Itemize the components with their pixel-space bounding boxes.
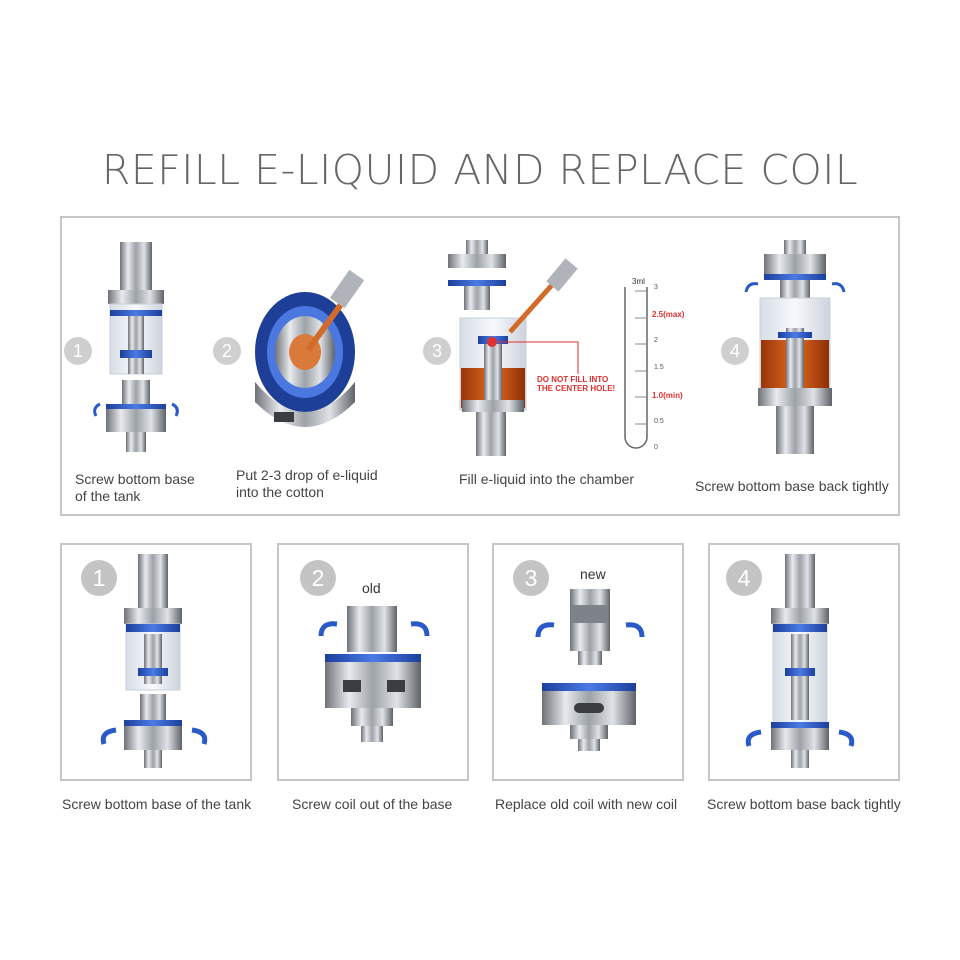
coil-step4-tank-illustration: [745, 554, 855, 768]
coil-step4-number: 4: [726, 560, 762, 596]
gauge-tick-2: 2: [654, 337, 658, 344]
refill-step4-caption: Screw bottom base back tightly: [695, 478, 889, 494]
refill-step4-tank-illustration: [744, 240, 846, 454]
coil-step1-tank-illustration: [100, 554, 208, 768]
refill-step1-caption: Screw bottom base of the tank: [75, 471, 195, 504]
refill-step2-number: 2: [213, 337, 241, 365]
coil-step3-number: 3: [513, 560, 549, 596]
old-coil-label: old: [362, 580, 381, 596]
coil-step1-number: 1: [81, 560, 117, 596]
gauge-unit-label: 3ml: [632, 277, 645, 286]
refill-step4-number: 4: [721, 337, 749, 365]
new-coil-label: new: [580, 566, 606, 582]
coil-step3-coil-base-illustration: [535, 589, 645, 751]
refill-step3-number: 3: [423, 337, 451, 365]
gauge-min-label: 1.0(min): [652, 391, 683, 400]
gauge-tick-3: 3: [654, 284, 658, 291]
coil-step1-caption: Screw bottom base of the tank: [62, 796, 252, 812]
page-title: REFILL E-LIQUID AND REPLACE COIL: [101, 146, 859, 194]
refill-step3-chamber-illustration: [448, 240, 579, 456]
coil-step2-number: 2: [300, 560, 336, 596]
refill-step2-base-illustration: [255, 269, 365, 427]
refill-step1-tank-illustration: [93, 242, 179, 452]
coil-step3-caption: Replace old coil with new coil: [495, 796, 678, 812]
refill-step2-caption: Put 2-3 drop of e-liquid into the cotton: [236, 467, 378, 500]
coil-step2-caption: Screw coil out of the base: [292, 796, 453, 812]
refill-step1-number: 1: [64, 337, 92, 365]
gauge-tick-0: 0: [654, 444, 658, 451]
gauge-tick-0.5: 0.5: [654, 418, 664, 425]
gauge-max-label: 2.5(max): [652, 310, 685, 319]
coil-step2-base-illustration: [318, 606, 430, 742]
center-hole-warning: DO NOT FILL INTO THE CENTER HOLE!: [537, 375, 616, 393]
volume-gauge: [623, 287, 649, 453]
gauge-tick-1.5: 1.5: [654, 364, 664, 371]
refill-step3-caption: Fill e-liquid into the chamber: [459, 471, 635, 487]
coil-step4-caption: Screw bottom base back tightly: [707, 796, 901, 812]
